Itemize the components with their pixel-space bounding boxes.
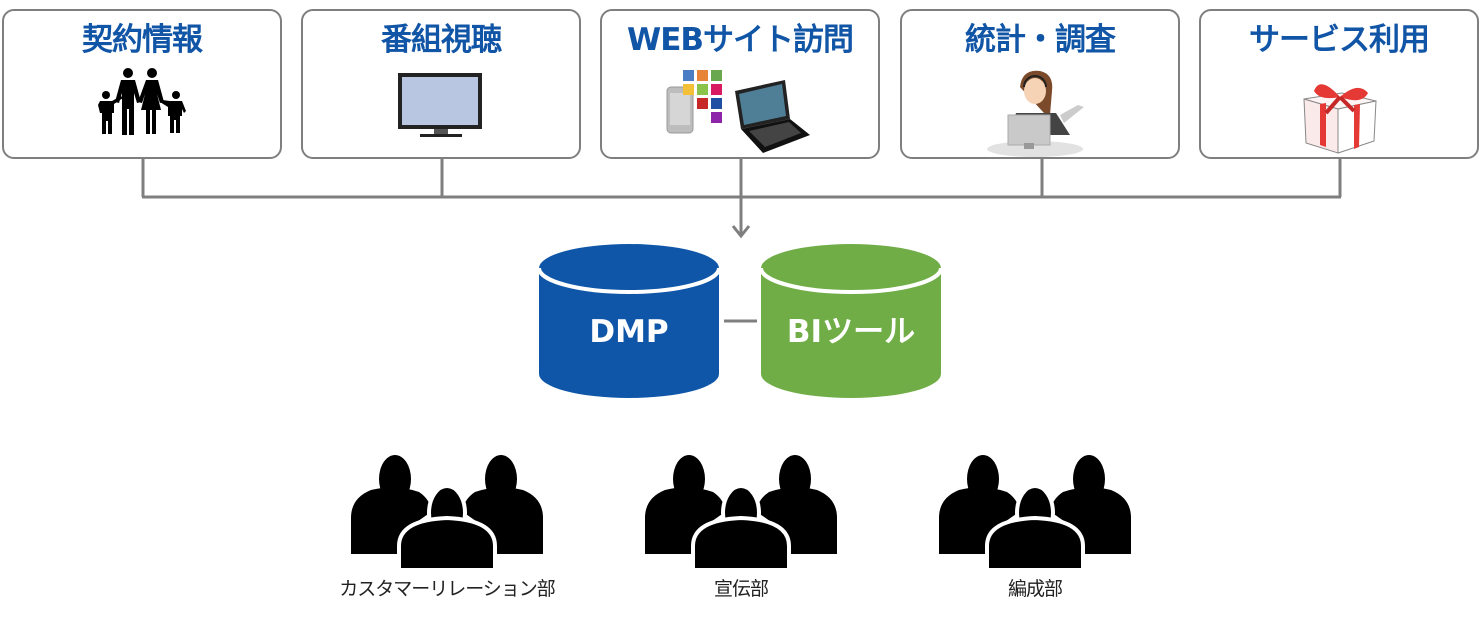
source-box-viewing: 番組視聴 [301,9,581,159]
source-title: サービス利用 [1249,22,1430,58]
bi-tool-database: BIツール [759,242,943,400]
department-programming: 編成部 [915,450,1155,601]
department-label: 宣伝部 [713,578,769,600]
operator-survey-icon [980,65,1100,164]
source-title: 番組視聴 [381,22,502,58]
dmp-database: DMP [537,242,721,400]
source-title: WEBサイト訪問 [627,22,854,58]
source-title: 契約情報 [82,22,203,58]
database-cylinder-icon [759,244,943,398]
team-icon [939,455,1131,568]
gift-box-icon [1294,71,1384,161]
family-icon [94,67,190,141]
source-box-contract: 契約情報 [2,9,282,159]
department-customer-relations: カスタマーリレーション部 [327,450,567,601]
source-box-survey: 統計・調査 [900,9,1180,159]
tv-monitor-icon [398,73,484,143]
team-icon [351,455,543,568]
source-box-service: サービス利用 [1199,9,1479,159]
department-advertising: 宣伝部 [621,450,861,601]
team-icon [645,455,837,568]
department-label: 編成部 [1007,578,1063,600]
dmp-label: DMP [589,314,669,350]
devices-apps-icon [665,61,815,161]
department-label: カスタマーリレーション部 [339,578,556,600]
bi-tool-label: BIツール [786,314,916,350]
source-title: 統計・調査 [965,22,1116,58]
arrow-down-icon [731,225,751,239]
database-cylinder-icon [537,244,721,398]
source-box-web: WEBサイト訪問 [600,9,880,159]
